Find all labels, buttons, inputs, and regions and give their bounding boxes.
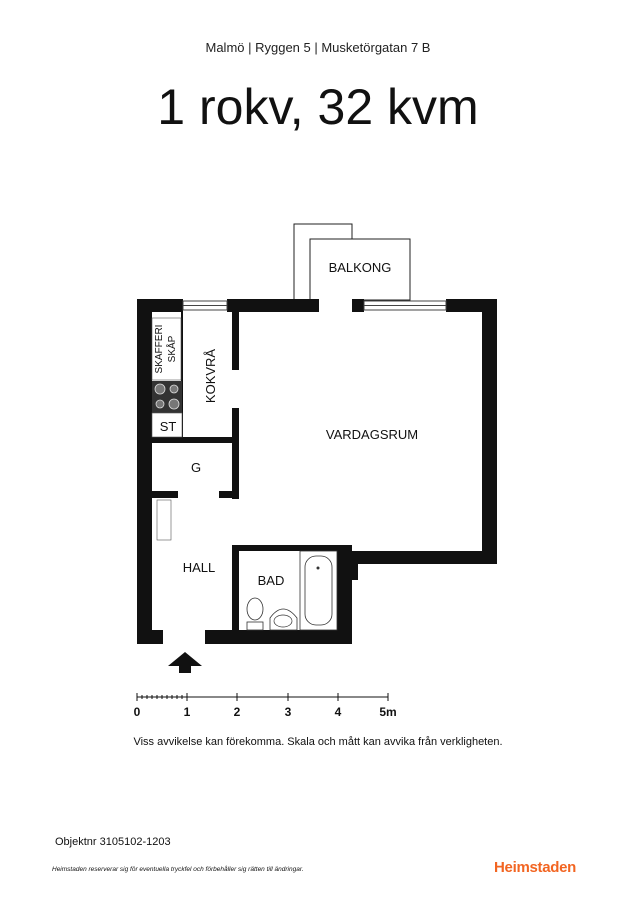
pantry-cabinet — [151, 317, 182, 381]
toilet-icon — [246, 597, 264, 631]
legal-notice: Heimstaden reserverar sig för eventuella… — [52, 866, 304, 873]
windows — [182, 299, 447, 312]
address-line: Malmö | Ryggen 5 | Musketörgatan 7 B — [205, 40, 431, 55]
wardrobe — [151, 412, 183, 438]
brand-logo[interactable]: Heimstaden — [494, 859, 577, 876]
hall-shelf — [156, 499, 172, 541]
label-pantry-2: SKÅP — [165, 335, 178, 362]
scale-label-4: 4 — [335, 705, 342, 719]
label-living-room: VARDAGSRUM — [326, 427, 418, 442]
walls — [137, 299, 497, 644]
scale-label-1: 1 — [184, 705, 191, 719]
label-wardrobe: ST — [160, 419, 177, 434]
label-closet: G — [191, 460, 201, 475]
apartment-headline: 1 rokv, 32 kvm — [157, 79, 479, 135]
bathtub-icon — [299, 550, 338, 631]
scale-label-0: 0 — [134, 705, 141, 719]
label-kitchenette: KOKVRÅ — [203, 349, 218, 404]
scale-label-5: 5m — [379, 705, 396, 719]
object-number: Objektnr 3105102-1203 — [55, 836, 171, 848]
label-hall: HALL — [183, 560, 216, 575]
label-bathroom: BAD — [258, 573, 285, 588]
entrance-arrow-icon — [168, 652, 202, 673]
stove-icon — [152, 381, 182, 413]
disclaimer: Viss avvikelse kan förekomma. Skala och … — [133, 736, 503, 748]
scale-label-3: 3 — [285, 705, 292, 719]
label-pantry-1: SKAFFERI — [154, 325, 165, 374]
scale-bar — [136, 693, 389, 701]
label-balcony: BALKONG — [329, 260, 392, 275]
sink-icon — [269, 608, 298, 631]
scale-label-2: 2 — [234, 705, 241, 719]
